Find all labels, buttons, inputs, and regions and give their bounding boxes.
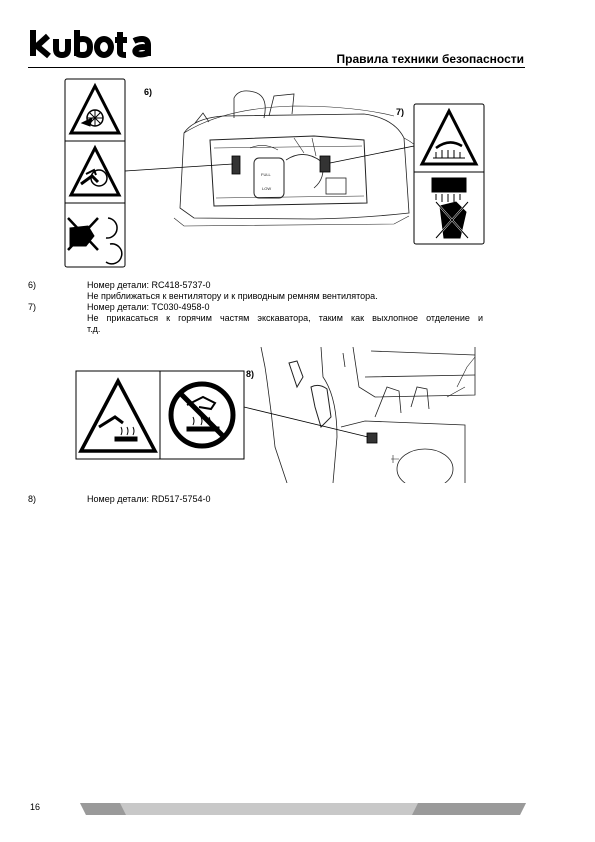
cab-floor-drawing xyxy=(260,347,476,483)
callout-line xyxy=(124,163,234,172)
section-title: Правила техники безопасности xyxy=(336,52,524,66)
decal-8-location-marker xyxy=(366,432,378,444)
no-touch-hot-surface-icon xyxy=(431,177,469,239)
decal-8 xyxy=(75,370,245,460)
reservoir-tank xyxy=(253,157,285,199)
warning-triangle-icon xyxy=(419,107,479,166)
header-rule xyxy=(28,67,525,68)
item-description: Не приближаться к вентилятору и к привод… xyxy=(87,291,378,301)
figure-label-6: 6) xyxy=(144,87,152,97)
svg-text:LOW: LOW xyxy=(262,186,271,191)
item-part-number: Номер детали: TC030-4958-0 xyxy=(87,302,210,312)
decal-7-location-marker xyxy=(319,155,331,173)
cab-floor-figure: 8) xyxy=(75,347,476,483)
decal-7 xyxy=(413,103,485,245)
engine-compartment-drawing: FULL LOW xyxy=(173,90,430,227)
kubota-logo xyxy=(30,30,151,59)
item-number: 6) xyxy=(28,280,37,290)
footer-decoration-bar xyxy=(80,803,526,815)
figure-label-7: 7) xyxy=(396,107,404,117)
no-hands-fan-icon xyxy=(67,217,123,265)
item-part-number: Номер детали: RD517-5754-0 xyxy=(87,494,211,504)
page-number: 16 xyxy=(30,802,41,812)
item-part-number: Номер детали: RC418-5737-0 xyxy=(87,280,211,290)
decal-6 xyxy=(64,78,126,268)
figure-label-8: 8) xyxy=(246,369,254,379)
callout-line xyxy=(329,143,425,164)
decal-6-location-marker xyxy=(231,155,241,175)
item-description: Не прикасаться к горячим частям экскават… xyxy=(87,313,483,323)
prohibition-icon xyxy=(168,381,236,449)
engine-compartment-figure: 6) FULL LOW 7) xyxy=(64,78,485,268)
svg-text:FULL: FULL xyxy=(261,172,272,177)
item-number: 8) xyxy=(28,494,37,504)
item-description-continued: т.д. xyxy=(87,324,101,334)
warning-triangle-icon xyxy=(78,377,158,453)
item-number: 7) xyxy=(28,302,37,312)
callout-line xyxy=(243,406,369,438)
